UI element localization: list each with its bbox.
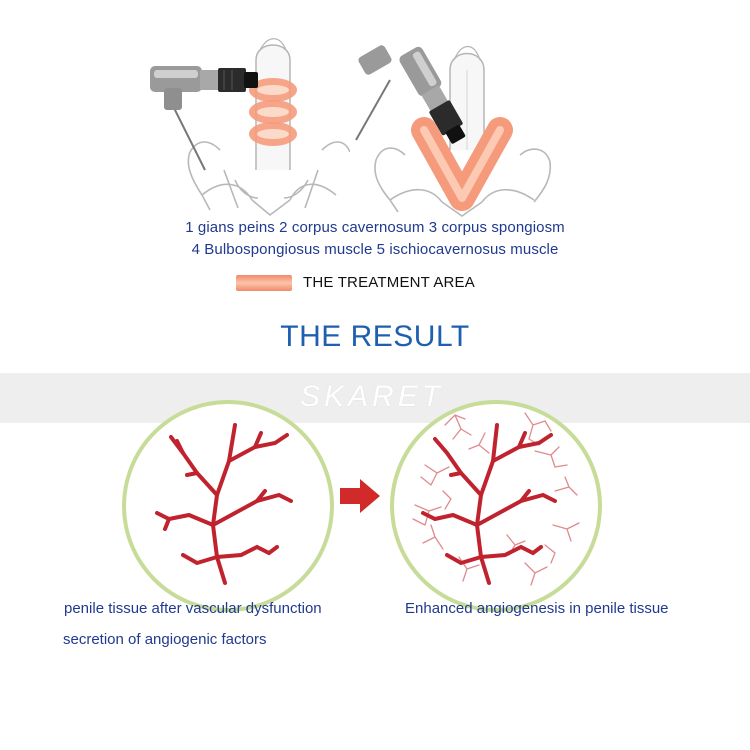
treatment-illustration-shaft [150,38,350,217]
shockwave-applicator-icon [150,66,258,171]
caption-after: Enhanced angiogenesis in penile tissue [405,600,669,617]
legend-line-1: 1 gians peins 2 corpus cavernosum 3 corp… [185,219,565,236]
treatment-area-label: THE TREATMENT AREA [303,274,475,291]
treatment-area-rings [249,78,297,146]
treatment-area-v [411,117,513,211]
caption-secretion: secretion of angiogenic factors [63,631,267,648]
blood-vessels-enhanced [421,423,557,585]
vessel-circle-after [390,400,602,612]
right-arrow-icon [340,479,380,513]
caption-before: penile tissue after vascular dysfunction [64,600,322,617]
blood-vessels-sparse [155,423,293,585]
watermark-band [0,373,750,423]
treatment-illustration-crura [355,45,552,217]
vessel-circle-before [122,400,334,612]
shockwave-applicator-icon [355,45,466,144]
treatment-area-swatch [236,275,292,291]
watermark: SKARET [300,380,445,413]
result-title: THE RESULT [280,320,470,353]
legend-line-2: 4 Bulbospongiosus muscle 5 ischiocaverno… [191,241,559,258]
